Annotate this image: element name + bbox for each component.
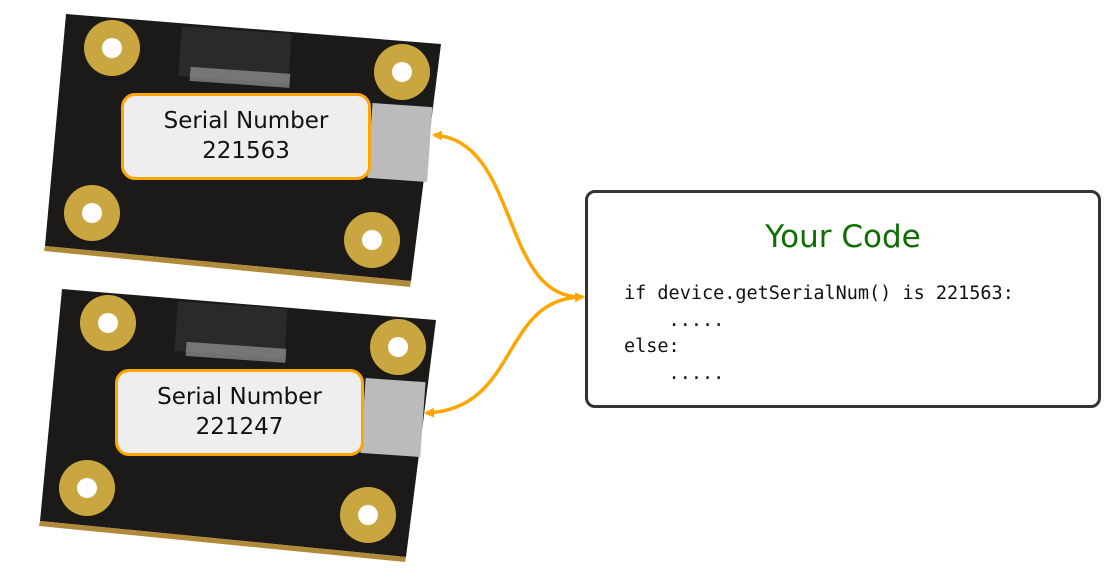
serial-number: 221563 [202, 138, 290, 164]
code-line: else: [624, 336, 680, 357]
arrow-device-2 [424, 295, 584, 418]
serial-label-1: Serial Number 221563 [121, 93, 371, 180]
code-line: ..... [624, 362, 725, 384]
code-line: if device.getSerialNum() is 221563: [624, 283, 1014, 304]
serial-number: 221247 [195, 414, 284, 440]
serial-label-2: Serial Number 221247 [115, 369, 364, 456]
code-line: ..... [624, 309, 725, 331]
serial-label-text: Serial Number [157, 384, 322, 410]
arrow-device-1 [432, 130, 585, 303]
code-snippet: if device.getSerialNum() is 221563: ....… [624, 281, 1014, 387]
code-box-title: Your Code [765, 219, 921, 255]
code-box: Your Code if device.getSerialNum() is 22… [585, 190, 1101, 408]
serial-label-text: Serial Number [163, 108, 329, 134]
